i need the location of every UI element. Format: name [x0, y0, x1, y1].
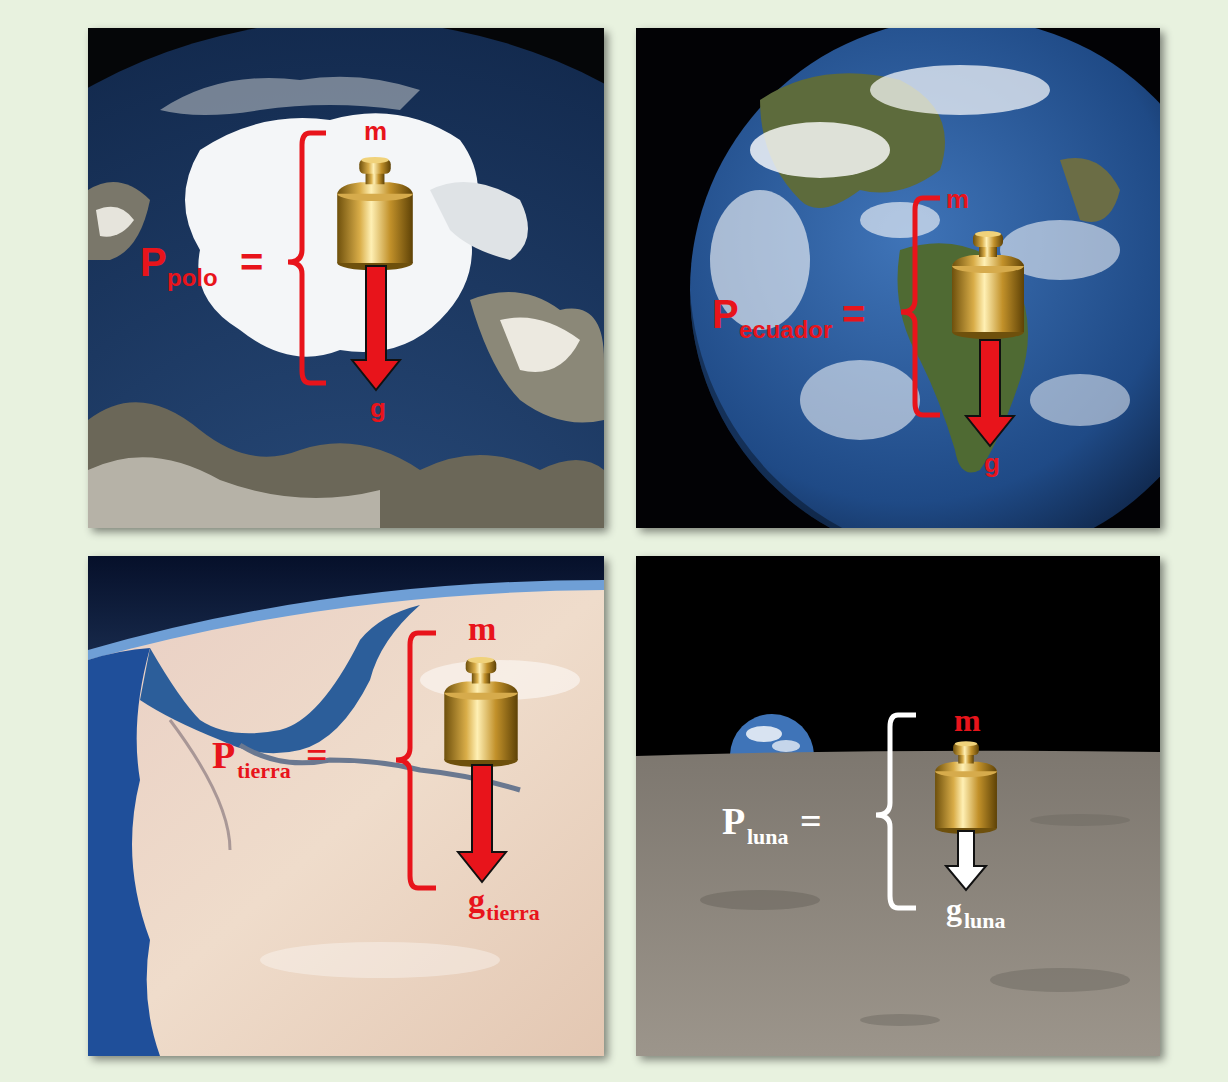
gravity-label: g	[370, 395, 386, 421]
mass-label: m	[364, 118, 387, 144]
equals-sign: =	[800, 802, 822, 840]
force-arrow	[966, 340, 1014, 446]
equals-sign: =	[842, 294, 865, 334]
weight	[935, 741, 997, 834]
mass-label: m	[954, 704, 981, 736]
mass-label: m	[946, 186, 969, 212]
weight	[952, 231, 1024, 339]
brace	[396, 633, 436, 888]
weight-symbol: P	[712, 294, 739, 334]
weight-symbol: P	[212, 736, 235, 774]
brace	[288, 133, 326, 383]
gravity-label: g	[984, 450, 1000, 476]
photo-earth	[88, 556, 604, 1056]
photo-equator	[636, 28, 1160, 528]
subscript: luna	[747, 826, 789, 848]
brace	[876, 715, 916, 908]
brace	[901, 198, 940, 415]
photo-pole	[88, 28, 604, 528]
gravity-label: g	[946, 893, 962, 925]
weight	[444, 657, 517, 767]
force-arrow	[352, 266, 400, 390]
subscript: tierra	[237, 760, 291, 782]
photo-moon	[636, 556, 1160, 1056]
weight	[337, 157, 413, 270]
subscript: luna	[964, 910, 1006, 932]
weight-symbol: P	[722, 802, 745, 840]
subscript: tierra	[486, 902, 540, 924]
mass-label: m	[468, 612, 496, 646]
subscript: polo	[167, 266, 218, 290]
force-arrow	[946, 831, 986, 890]
equals-sign: =	[240, 242, 263, 282]
photo-earth	[88, 556, 604, 1056]
photo-moon	[636, 556, 1160, 1056]
force-arrow	[458, 765, 506, 882]
subscript: ecuador	[739, 318, 832, 342]
weight-symbol: P	[140, 242, 167, 282]
gravity-label: g	[468, 884, 485, 918]
equals-sign: =	[306, 736, 328, 774]
